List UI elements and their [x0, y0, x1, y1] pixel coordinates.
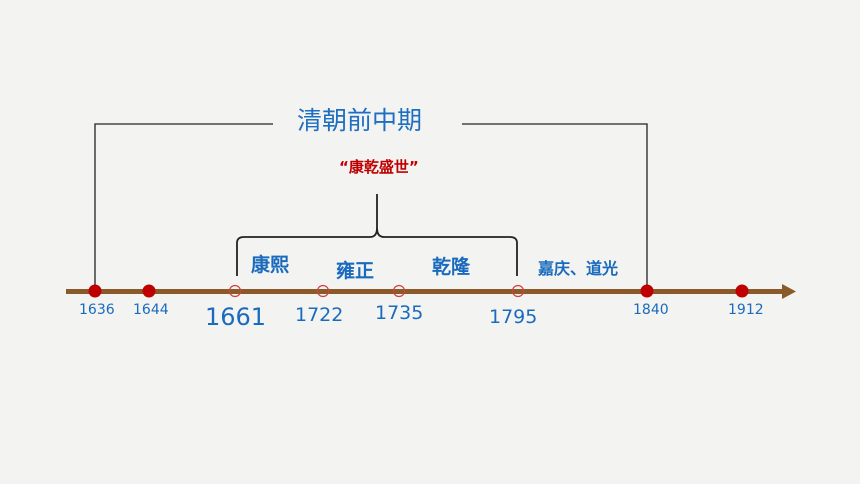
kangqian-brace [236, 194, 518, 276]
year-label-1636: 1636 [79, 302, 115, 318]
marker-1636 [88, 284, 102, 298]
timeline-arrow-head [782, 284, 796, 299]
marker-1644 [142, 284, 156, 298]
era-jiaqing-daoguang: 嘉庆、道光 [538, 259, 619, 278]
year-label-1912: 1912 [728, 302, 764, 318]
era-qianlong: 乾隆 [432, 256, 471, 278]
marker-1795 [511, 284, 525, 298]
qing-period-bracket-right [462, 123, 648, 291]
marker-1912 [735, 284, 749, 298]
period-title: 清朝前中期 [297, 106, 423, 135]
marker-1722 [316, 284, 330, 298]
timeline-axis [66, 289, 784, 294]
marker-1735 [392, 284, 406, 298]
marker-1840 [640, 284, 654, 298]
qing-period-bracket-left [94, 123, 273, 291]
year-label-1644: 1644 [133, 302, 169, 318]
year-label-1840: 1840 [633, 302, 669, 318]
year-label-1795: 1795 [489, 306, 538, 328]
marker-1661 [228, 284, 242, 298]
era-kangxi: 康熙 [251, 254, 290, 276]
kangqian-slogan: “康乾盛世” [339, 158, 419, 176]
era-yongzheng: 雍正 [336, 260, 375, 282]
year-label-1735: 1735 [375, 302, 424, 324]
year-label-1661: 1661 [205, 303, 267, 331]
year-label-1722: 1722 [295, 304, 344, 326]
